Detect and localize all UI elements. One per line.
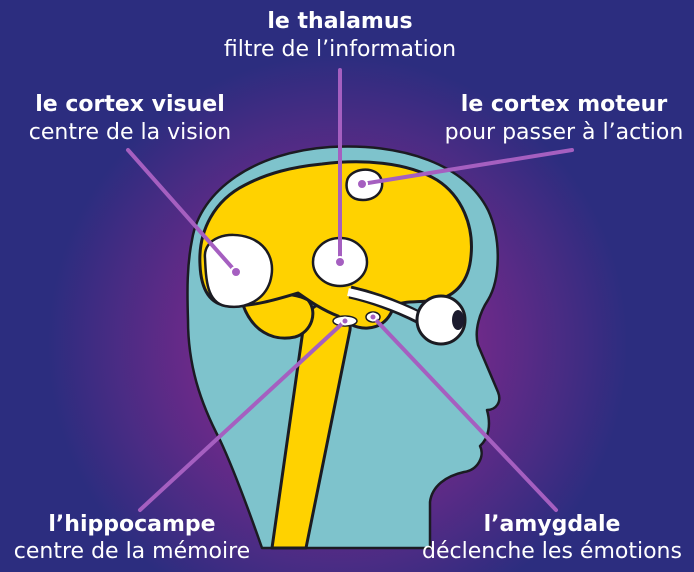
motor-cortex-dot [357, 179, 367, 189]
label-amygdala: l’amygdale déclenche les émotions [422, 512, 682, 564]
amygdala-dot [370, 314, 377, 321]
visual-cortex-description: centre de la vision [29, 120, 231, 145]
motor-cortex-name: le cortex moteur [461, 92, 668, 117]
label-motor-cortex: le cortex moteur pour passer à l’action [445, 92, 684, 145]
amygdala-name: l’amygdale [484, 512, 621, 537]
thalamus-dot [335, 257, 345, 267]
motor-cortex-description: pour passer à l’action [445, 120, 684, 145]
visual-cortex-dot [231, 267, 241, 277]
label-hippocampus: l’hippocampe centre de la mémoire [14, 512, 250, 564]
thalamus-description: filtre de l’information [224, 37, 456, 62]
hippocampus-name: l’hippocampe [48, 512, 215, 537]
pupil [452, 310, 464, 330]
visual-cortex-name: le cortex visuel [35, 92, 225, 117]
amygdala-description: déclenche les émotions [422, 539, 682, 564]
thalamus-name: le thalamus [267, 9, 412, 34]
hippocampus-dot [342, 318, 349, 325]
label-visual-cortex: le cortex visuel centre de la vision [29, 92, 231, 145]
head-illustration [187, 147, 499, 548]
label-thalamus: le thalamus filtre de l’information [224, 9, 456, 62]
hippocampus-description: centre de la mémoire [14, 539, 250, 564]
